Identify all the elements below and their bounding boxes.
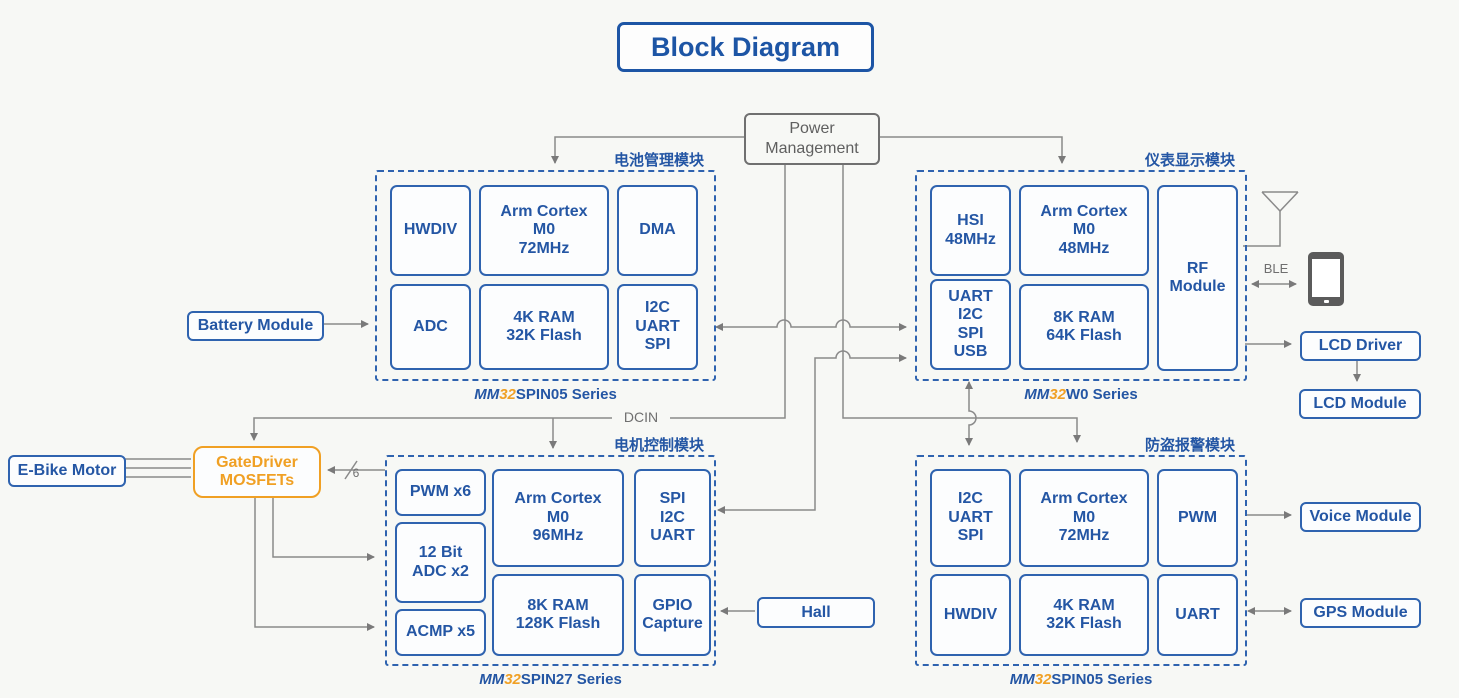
chip-display-comm: UART I2C SPI USB [930, 279, 1011, 370]
chip-display-cortex: Arm Cortex M0 48MHz [1019, 185, 1149, 276]
line-battery-display-link [715, 319, 907, 331]
chip-alarm-ram: 4K RAM 32K Flash [1019, 574, 1149, 656]
wire-count-label: 6 [352, 466, 360, 480]
series-num: 32 [504, 671, 521, 688]
series-num: 32 [499, 386, 516, 403]
motor-phase-lines [124, 458, 191, 478]
antenna-icon [1261, 191, 1299, 213]
series-mm: MM [1024, 386, 1050, 403]
voice-module-box: Voice Module [1300, 502, 1421, 532]
chip-alarm-hwdiv: HWDIV [930, 574, 1011, 656]
hall-box: Hall [757, 597, 875, 628]
chip-alarm-pwm: PWM [1157, 469, 1238, 567]
chip-battery-comm: I2C UART SPI [617, 284, 698, 370]
series-label-motor: MM32SPIN27 Series [387, 671, 714, 688]
smartphone-screen [1312, 259, 1340, 297]
line-motor-display-link [717, 350, 907, 514]
module-motor-control: 电机控制模块 PWM x6 12 Bit ADC x2 ACMP x5 Arm … [385, 437, 716, 688]
series-label-battery: MM32SPIN05 Series [377, 386, 714, 403]
series-rest: SPIN05 Series [1051, 671, 1153, 688]
chip-motor-comm: SPI I2C UART [634, 469, 711, 567]
ebike-motor-box: E-Bike Motor [8, 455, 126, 487]
gatedriver-mosfets-box: GateDriver MOSFETs [193, 446, 321, 498]
wire-count-slash [344, 460, 358, 480]
line-pm-dcin-to-gatedriver [250, 161, 786, 441]
series-rest: SPIN27 Series [520, 671, 622, 688]
module-battery-title: 电池管理模块 [613, 152, 704, 169]
module-battery-management: 电池管理模块 HWDIV Arm Cortex M0 72MHz DMA ADC… [375, 152, 716, 403]
module-antitheft-alarm: 防盗报警模块 I2C UART SPI Arm Cortex M0 72MHz … [915, 437, 1247, 688]
line-display-alarm-link [965, 381, 977, 446]
gps-module-box: GPS Module [1300, 598, 1421, 628]
series-num: 32 [1034, 671, 1052, 688]
series-label-alarm: MM32SPIN05 Series [917, 671, 1245, 688]
chip-display-rf: RF Module [1157, 185, 1238, 371]
chip-battery-adc: ADC [390, 284, 471, 370]
dcin-label: DCIN [612, 408, 670, 426]
line-pm-to-battery-module [551, 136, 744, 164]
chip-display-hsi: HSI 48MHz [930, 185, 1011, 276]
series-label-display: MM32W0 Series [917, 386, 1245, 403]
series-mm: MM [474, 386, 500, 403]
lcd-module-box: LCD Module [1299, 389, 1421, 419]
chip-battery-hwdiv: HWDIV [390, 185, 471, 276]
chip-alarm-cortex: Arm Cortex M0 72MHz [1019, 469, 1149, 567]
line-pm-to-alarm-module [842, 161, 1081, 443]
line-gatedriver-to-acmp [254, 494, 375, 631]
module-alarm-title: 防盗报警模块 [1144, 437, 1235, 454]
chip-battery-cortex: Arm Cortex M0 72MHz [479, 185, 609, 276]
series-num: 32 [1049, 386, 1066, 403]
battery-module-box: Battery Module [187, 311, 324, 341]
chip-alarm-comm: I2C UART SPI [930, 469, 1011, 567]
chip-motor-pwm: PWM x6 [395, 469, 486, 516]
series-rest: SPIN05 Series [515, 386, 617, 403]
module-display-title: 仪表显示模块 [1144, 152, 1235, 169]
series-mm: MM [479, 671, 505, 688]
chip-motor-acmp: ACMP x5 [395, 609, 486, 656]
chip-motor-ram: 8K RAM 128K Flash [492, 574, 624, 656]
module-motor-title: 电机控制模块 [613, 437, 704, 454]
smartphone-home-button [1324, 300, 1329, 303]
ble-label: BLE [1263, 260, 1289, 276]
module-instrument-display: 仪表显示模块 HSI 48MHz Arm Cortex M0 48MHz RF … [915, 152, 1247, 403]
series-mm: MM [1009, 671, 1035, 688]
chip-motor-adc: 12 Bit ADC x2 [395, 522, 486, 603]
chip-battery-ram: 4K RAM 32K Flash [479, 284, 609, 370]
chip-motor-gpio: GPIO Capture [634, 574, 711, 656]
lcd-driver-box: LCD Driver [1300, 331, 1421, 361]
series-rest: W0 Series [1065, 386, 1138, 403]
chip-alarm-uart: UART [1157, 574, 1238, 656]
chip-display-ram: 8K RAM 64K Flash [1019, 284, 1149, 370]
line-gatedriver-to-adc [272, 494, 375, 561]
power-management-box: Power Management [744, 113, 880, 165]
line-pm-to-display-module [876, 136, 1066, 164]
smartphone-icon [1308, 252, 1344, 306]
chip-battery-dma: DMA [617, 185, 698, 276]
diagram-title: Block Diagram [617, 22, 874, 72]
chip-motor-cortex: Arm Cortex M0 96MHz [492, 469, 624, 567]
antenna-feed-line [1243, 211, 1281, 247]
